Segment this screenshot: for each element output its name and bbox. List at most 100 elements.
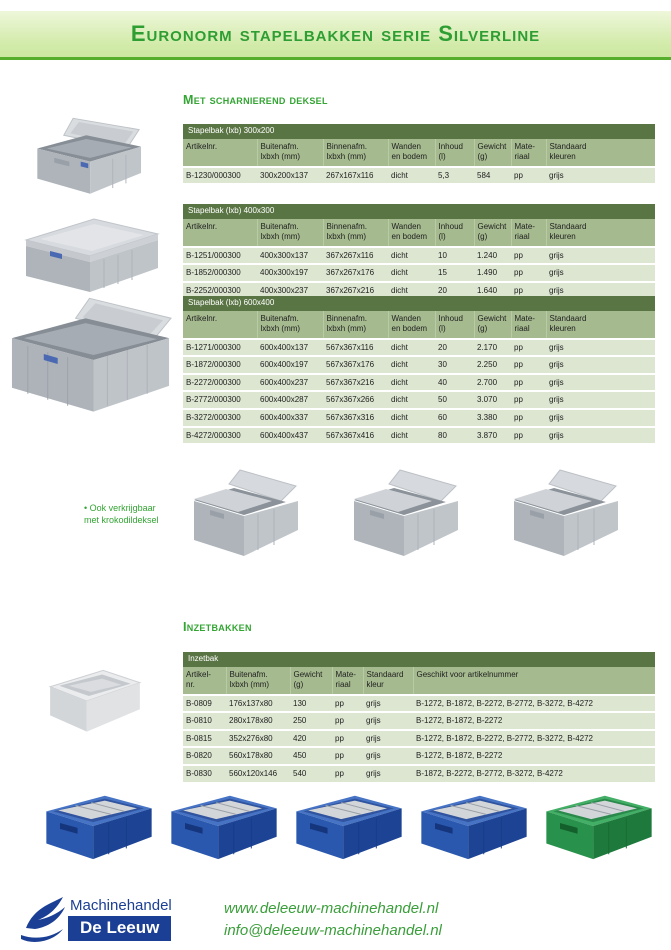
table-cell: B-2772/000300	[183, 391, 257, 410]
table-cell: B-1230/000300	[183, 166, 257, 186]
krokodildeksel-note: • Ook verkrijgbaar met krokodildeksel	[84, 503, 159, 525]
table-cell: grijs	[363, 729, 413, 749]
table-title: Stapelbak (lxb) 400x300	[183, 204, 655, 219]
table-cell: 300x200x137	[257, 166, 323, 186]
table-cell: B-2252/000300	[183, 281, 257, 301]
table-cell: 352x276x80	[226, 729, 290, 749]
column-header: Inhoud (l)	[435, 310, 475, 340]
table-cell: B-1272, B-1872, B-2272, B-2772, B-3272, …	[413, 729, 655, 749]
table-stapelbak-300x200: Stapelbak (lxb) 300x200 Artikelnr.Buiten…	[183, 124, 655, 186]
table-cell: grijs	[546, 166, 655, 186]
table-cell: grijs	[363, 712, 413, 731]
table-cell: 2.700	[474, 373, 511, 393]
table-cell: 420	[290, 729, 332, 749]
table-cell: dicht	[388, 391, 435, 410]
table-cell: 80	[435, 426, 474, 446]
table-cell: grijs	[546, 338, 655, 358]
table-cell: 540	[290, 764, 332, 784]
column-header: Binnenafm. lxbxh (mm)	[323, 310, 389, 340]
table-cell: 367x267x176	[323, 264, 388, 283]
table-cell: B-3272/000300	[183, 408, 257, 428]
table-cell: pp	[511, 338, 546, 358]
table-cell: B-1872, B-2272, B-2772, B-3272, B-4272	[413, 764, 655, 784]
table-cell: B-1271/000300	[183, 338, 257, 358]
section-heading-deksel: Met scharnierend deksel	[183, 93, 328, 107]
column-header: Mate- riaal	[511, 310, 547, 340]
product-photo-bluebox-inserts-1	[40, 786, 158, 864]
product-table: Artikelnr.Buitenafm. lxbxh (mm)Binnenafm…	[183, 310, 655, 446]
table-cell: B-2272/000300	[183, 373, 257, 393]
column-header: Gewicht (g)	[474, 138, 512, 168]
product-photo-krokodildeksel-2	[344, 466, 464, 566]
header-row: Artikelnr.Buitenafm. lxbxh (mm)Binnenafm…	[183, 310, 655, 340]
table-cell: B-0830	[183, 764, 226, 784]
table-cell: grijs	[546, 408, 655, 428]
table-cell: 367x267x116	[323, 246, 388, 266]
page-title: Euronorm stapelbakken serie Silverline	[130, 21, 541, 46]
table-cell: grijs	[546, 426, 655, 446]
table-cell: pp	[511, 391, 546, 410]
table-stapelbak-600x400: Stapelbak (lxb) 600x400 Artikelnr.Buiten…	[183, 296, 655, 446]
table-cell: B-0815	[183, 729, 226, 749]
table-cell: 50	[435, 391, 474, 410]
table-cell: 400x300x197	[257, 264, 323, 283]
header-row: Artikelnr.Buitenafm. lxbxh (mm)Binnenafm…	[183, 218, 655, 248]
column-header: Standaard kleuren	[546, 218, 655, 248]
header-row: Artikel- nr.Buitenafm. lxbxh (mm)Gewicht…	[183, 666, 655, 696]
column-header: Buitenafm. lxbxh (mm)	[257, 310, 324, 340]
table-cell: grijs	[546, 264, 655, 283]
column-header: Mate- riaal	[511, 138, 547, 168]
table-cell: 560x120x146	[226, 764, 290, 784]
table-cell: 3.380	[474, 408, 511, 428]
brand-name-bottom: De Leeuw	[68, 916, 172, 941]
table-cell: grijs	[546, 246, 655, 266]
table-cell: 567x367x416	[323, 426, 388, 446]
email-link[interactable]: info@deleeuw-machinehandel.nl	[224, 922, 442, 939]
column-header: Mate- riaal	[511, 218, 547, 248]
product-photo-stapelbak-400x300	[12, 204, 166, 294]
product-table: Artikelnr.Buitenafm. lxbxh (mm)Binnenafm…	[183, 138, 655, 186]
table-cell: dicht	[388, 426, 435, 446]
table-cell: pp	[511, 408, 546, 428]
product-photo-krokodildeksel-3	[504, 466, 624, 566]
website-link[interactable]: www.deleeuw-machinehandel.nl	[224, 900, 439, 917]
column-header: Artikelnr.	[183, 218, 258, 248]
table-cell: 60	[435, 408, 474, 428]
table-cell: 567x367x216	[323, 373, 388, 393]
product-photo-greenbox-inserts	[540, 786, 658, 864]
column-header: Buitenafm. lxbxh (mm)	[226, 666, 291, 696]
company-logo: Machinehandel De Leeuw	[16, 892, 216, 946]
table-cell: dicht	[388, 356, 435, 375]
brand-name-top: Machinehandel	[70, 897, 172, 914]
table-cell: 176x137x80	[226, 694, 290, 714]
table-cell: dicht	[388, 166, 435, 186]
table-cell: B-1272, B-1872, B-2272	[413, 712, 655, 731]
table-cell: 567x367x316	[323, 408, 388, 428]
table-cell: grijs	[363, 764, 413, 784]
table-cell: 30	[435, 356, 474, 375]
product-photo-bluebox-inserts-2	[165, 786, 283, 864]
table-cell: pp	[511, 281, 546, 301]
table-cell: 267x167x116	[323, 166, 388, 186]
table-cell: pp	[332, 712, 363, 731]
table-cell: 567x367x266	[323, 391, 388, 410]
table-cell: 2.250	[474, 356, 511, 375]
product-photo-stapelbak-300x200	[26, 114, 158, 198]
swan-logo-icon	[21, 897, 65, 942]
table-cell: dicht	[388, 408, 435, 428]
column-header: Wanden en bodem	[388, 218, 436, 248]
table-cell: B-0820	[183, 747, 226, 766]
table-cell: 600x400x237	[257, 373, 323, 393]
table-cell: dicht	[388, 373, 435, 393]
table-cell: B-1852/000300	[183, 264, 257, 283]
section-heading-inzetbakken: Inzetbakken	[183, 620, 252, 634]
table-cell: 3.870	[474, 426, 511, 446]
table-cell: 600x400x337	[257, 408, 323, 428]
table-cell: 567x367x116	[323, 338, 388, 358]
table-cell: grijs	[546, 373, 655, 393]
